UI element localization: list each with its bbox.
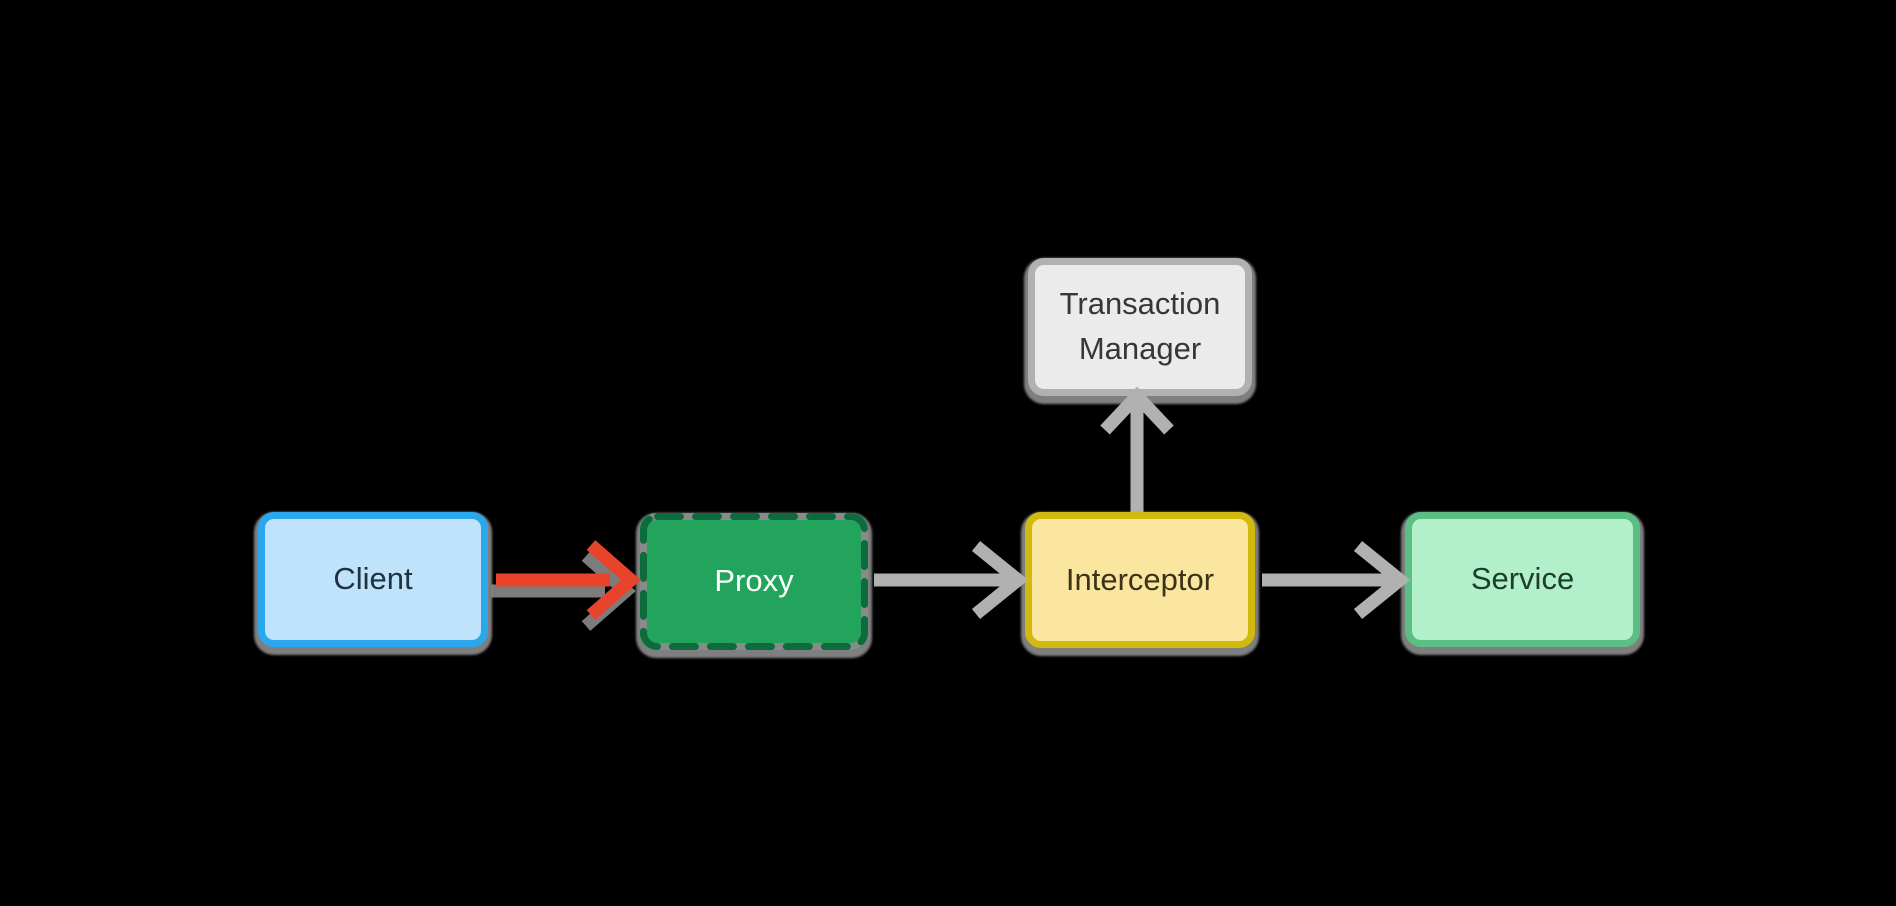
arrow-client-to-proxy <box>491 540 641 631</box>
arrow-interceptor-to-service <box>1262 540 1411 620</box>
node-proxy-label: Proxy <box>714 563 794 599</box>
arrow-client-to-proxy-head <box>586 540 641 620</box>
node-interceptor-label: Interceptor <box>1065 561 1215 597</box>
arrow-interceptor-to-transaction-manager <box>1100 386 1174 512</box>
arrow-interceptor-to-tm-head <box>1100 386 1174 435</box>
node-transaction-manager: Transaction Manager <box>1028 258 1252 396</box>
node-client: Client <box>258 512 488 647</box>
arrow-interceptor-to-service-head <box>1353 540 1411 620</box>
node-interceptor: Interceptor <box>1025 512 1255 648</box>
node-service: Service <box>1405 512 1640 647</box>
node-transaction-manager-label: Transaction Manager <box>1059 286 1221 366</box>
arrow-proxy-to-interceptor-head <box>971 540 1029 620</box>
node-service-label: Service <box>1470 561 1575 597</box>
node-proxy: Proxy <box>640 513 868 650</box>
arrow-proxy-to-interceptor <box>874 540 1029 620</box>
node-client-label: Client <box>333 561 413 597</box>
